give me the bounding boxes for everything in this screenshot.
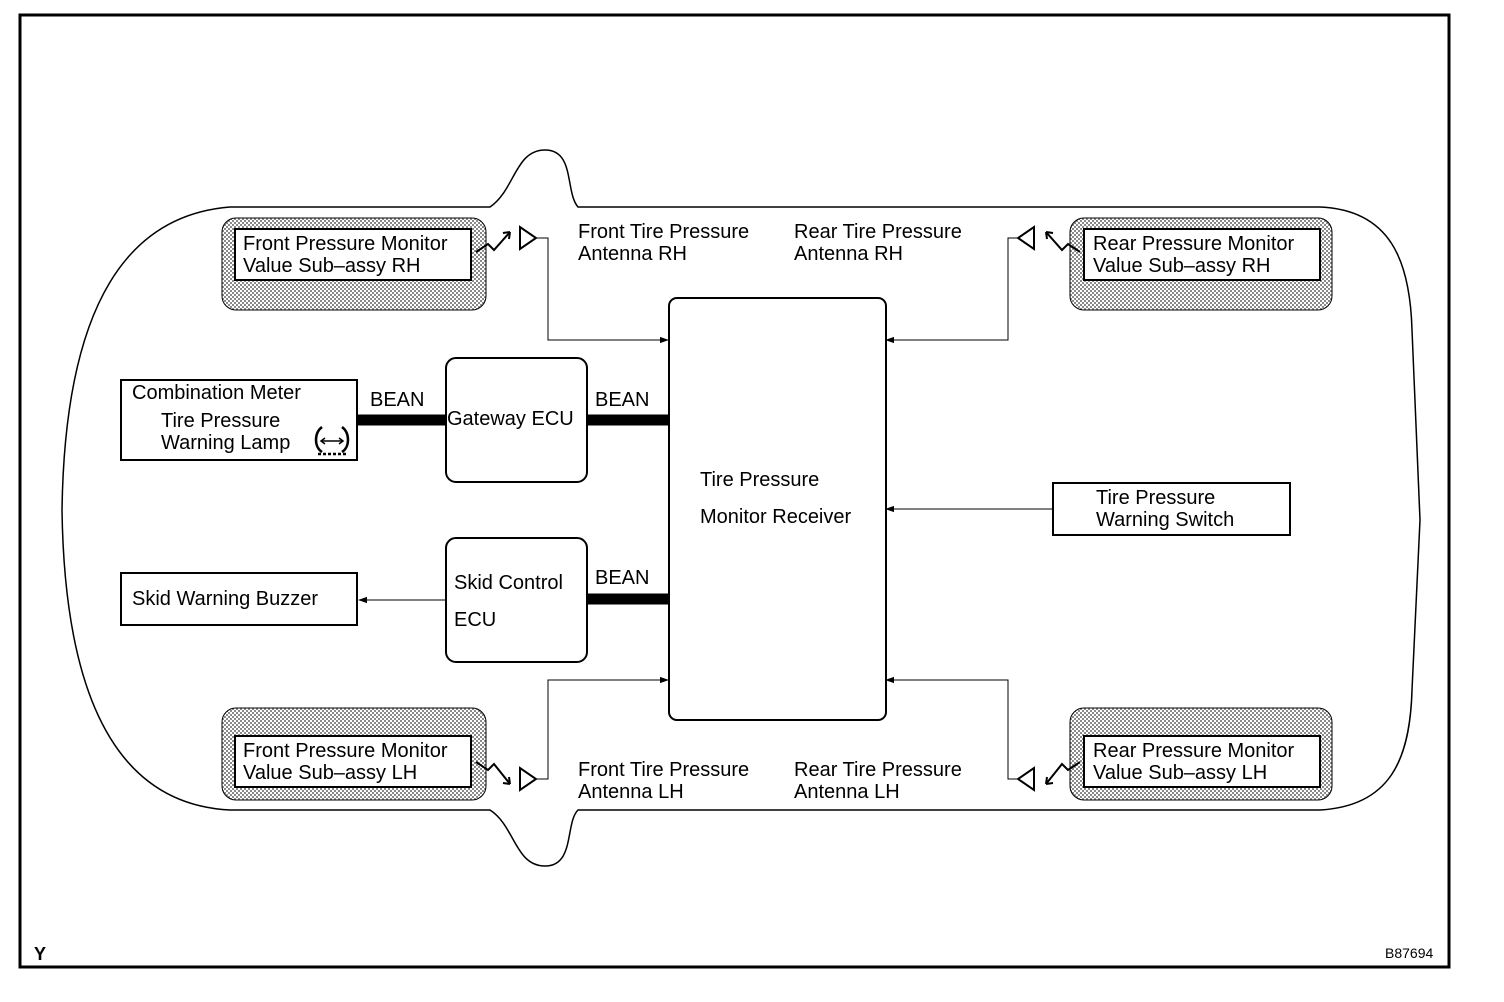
- rear-rh-sensor-box: [1083, 228, 1321, 281]
- vehicle-outline: [61, 149, 1421, 867]
- warning-lamp-label-line2: Warning Lamp: [161, 432, 291, 454]
- gateway-ecu-box: [445, 357, 588, 483]
- corner-mark-y: Y: [34, 944, 47, 964]
- bean-label-gateway-receiver: BEAN: [595, 389, 650, 411]
- front-rh-sensor-box: [234, 228, 472, 281]
- front-rh-sensor-label-line2: Value Sub–assy RH: [243, 255, 421, 277]
- front-lh-sensor-box: [234, 735, 472, 788]
- front-lh-antenna-line: [536, 676, 669, 780]
- front-lh-sensor-label-line2: Value Sub–assy LH: [243, 762, 418, 784]
- front-lh-sensor-label-line1: Front Pressure Monitor: [243, 740, 448, 762]
- skid-warning-buzzer-box: [120, 572, 358, 626]
- rear-lh-sensor-label-line1: Rear Pressure Monitor: [1093, 740, 1295, 762]
- rear-lh-antenna-icon: [1016, 766, 1035, 792]
- rear-lh-signal-icon: [1045, 761, 1081, 785]
- rear-lh-antenna-label-line1: Rear Tire Pressure: [794, 759, 962, 781]
- outer-frame: [18, 13, 1451, 969]
- figure-code: B87694: [1385, 945, 1434, 961]
- rear-rh-antenna-icon: [1016, 225, 1035, 251]
- rear-lh-antenna-line: [885, 676, 1018, 780]
- front-rh-antenna-label-line1: Front Tire Pressure: [578, 221, 750, 243]
- radio-signal-icons: [475, 231, 1081, 785]
- warning-switch-label-line2: Warning Switch: [1096, 509, 1235, 531]
- front-rh-antenna-icon: [519, 225, 538, 251]
- front-lh-antenna-label-line2: Antenna LH: [578, 781, 684, 803]
- front-lh-signal-head: [502, 776, 511, 785]
- front-rh-antenna-label-line2: Antenna RH: [578, 243, 687, 265]
- bean-label-skid-receiver: BEAN: [595, 567, 650, 589]
- receiver-label-line1: Tire Pressure: [700, 469, 820, 491]
- warning-switch-label-line1: Tire Pressure: [1096, 487, 1216, 509]
- rear-rh-sensor-label-line1: Rear Pressure Monitor: [1093, 233, 1295, 255]
- rear-rh-antenna-label-line1: Rear Tire Pressure: [794, 221, 962, 243]
- front-rh-signal-icon: [475, 231, 511, 253]
- tire-pressure-warning-switch-box: [1052, 482, 1291, 536]
- front-lh-antenna-icon: [519, 766, 538, 792]
- front-rh-sensor-label-line1: Front Pressure Monitor: [243, 233, 448, 255]
- front-rh-antenna-line: [536, 237, 669, 344]
- rear-rh-signal-icon: [1045, 231, 1081, 253]
- front-lh-signal-icon: [475, 761, 511, 785]
- gateway-ecu-label: Gateway ECU: [447, 408, 574, 430]
- skid-warning-buzzer-label: Skid Warning Buzzer: [132, 588, 318, 610]
- rear-lh-sensor-box: [1083, 735, 1321, 788]
- rear-rh-signal-head: [1045, 231, 1054, 240]
- rear-rh-sensor-label-line2: Value Sub–assy RH: [1093, 255, 1271, 277]
- warning-lamp-label-line1: Tire Pressure: [161, 410, 281, 432]
- receiver-label-line2: Monitor Receiver: [700, 506, 852, 528]
- skid-control-ecu-box: [445, 537, 588, 663]
- skid-control-ecu-label-line1: Skid Control: [454, 572, 563, 594]
- rear-lh-signal-head: [1045, 776, 1054, 785]
- bean-label-meter-gateway: BEAN: [370, 389, 425, 411]
- front-rh-signal-head: [502, 231, 511, 240]
- combination-meter-title: Combination Meter: [132, 382, 301, 404]
- rear-rh-antenna-label-line2: Antenna RH: [794, 243, 903, 265]
- skid-control-ecu-label-line2: ECU: [454, 609, 497, 631]
- tire-pressure-monitor-receiver-box: [668, 297, 887, 721]
- rear-rh-antenna-line: [885, 237, 1018, 344]
- rear-lh-antenna-label-line2: Antenna LH: [794, 781, 900, 803]
- tire-pressure-warning-lamp-icon: [314, 426, 350, 456]
- rear-lh-sensor-label-line2: Value Sub–assy LH: [1093, 762, 1268, 784]
- front-lh-antenna-label-line1: Front Tire Pressure: [578, 759, 750, 781]
